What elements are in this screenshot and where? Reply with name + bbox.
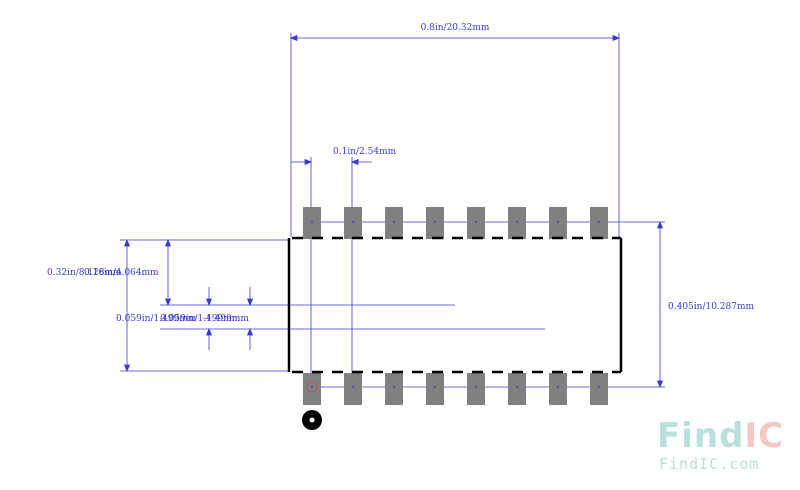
lead-width-label: 0.059in/1.499mm — [116, 314, 197, 324]
pad-center-dot — [516, 386, 518, 388]
pad-center-dot — [598, 221, 600, 223]
pad-center-dot — [311, 221, 313, 223]
overall-height-dimension — [656, 220, 664, 389]
top-pad-row — [303, 207, 608, 239]
pad-center-dots — [311, 221, 600, 388]
svg-text:FindIC: FindIC — [657, 416, 784, 456]
watermark-brand-accent: IC — [744, 416, 784, 456]
watermark-brand: Find — [657, 416, 744, 456]
pin-pitch-dimension — [291, 157, 372, 390]
pad-center-dot — [393, 386, 395, 388]
pin-pitch-label: 0.1in/2.54mm — [333, 147, 397, 157]
pad-bottom-5 — [467, 373, 485, 405]
pad-bottom-1 — [303, 373, 321, 405]
pad-center-dot — [475, 386, 477, 388]
pin1-indicator-icon — [302, 410, 322, 430]
pin1-ring — [306, 381, 318, 393]
pad-bottom-4 — [426, 373, 444, 405]
pad-center-dot — [434, 386, 436, 388]
lead-width-label-3: -1.499mm — [203, 314, 249, 324]
findic-watermark: FindIC FindIC.com — [657, 416, 784, 473]
pad-center-dot — [516, 221, 518, 223]
pad-bottom-7 — [549, 373, 567, 405]
body-width-label: 0.32in/8.128mm — [47, 268, 122, 278]
overall-width-dimension — [289, 33, 621, 237]
bottom-pad-row — [303, 373, 608, 405]
watermark-url: FindIC.com — [659, 455, 759, 473]
pad-center-dot — [352, 386, 354, 388]
body-width-dimension — [120, 238, 545, 373]
pad-center-dot — [434, 221, 436, 223]
pad-center-dot — [557, 221, 559, 223]
pad-bottom-2 — [344, 373, 362, 405]
pad-center-dot — [598, 386, 600, 388]
overall-height-label: 0.405in/10.287mm — [668, 302, 754, 312]
pad-center-dot — [393, 221, 395, 223]
pad-center-dot — [311, 386, 313, 388]
pad-bottom-6 — [508, 373, 526, 405]
pad-centerlines — [311, 221, 665, 388]
pad-center-dot — [352, 221, 354, 223]
body-offset-label: 0.16in/4.064mm — [84, 268, 159, 278]
pad-center-dot — [475, 221, 477, 223]
pad-center-dot — [557, 386, 559, 388]
overall-width-label: 0.8in/20.32mm — [421, 23, 490, 33]
lead-width-label-2: 0.059in/1.499mm — [160, 314, 241, 324]
pad-bottom-8 — [590, 373, 608, 405]
lead-width-dimension — [205, 287, 254, 350]
pad-bottom-3 — [385, 373, 403, 405]
package-body-outline — [287, 236, 623, 374]
